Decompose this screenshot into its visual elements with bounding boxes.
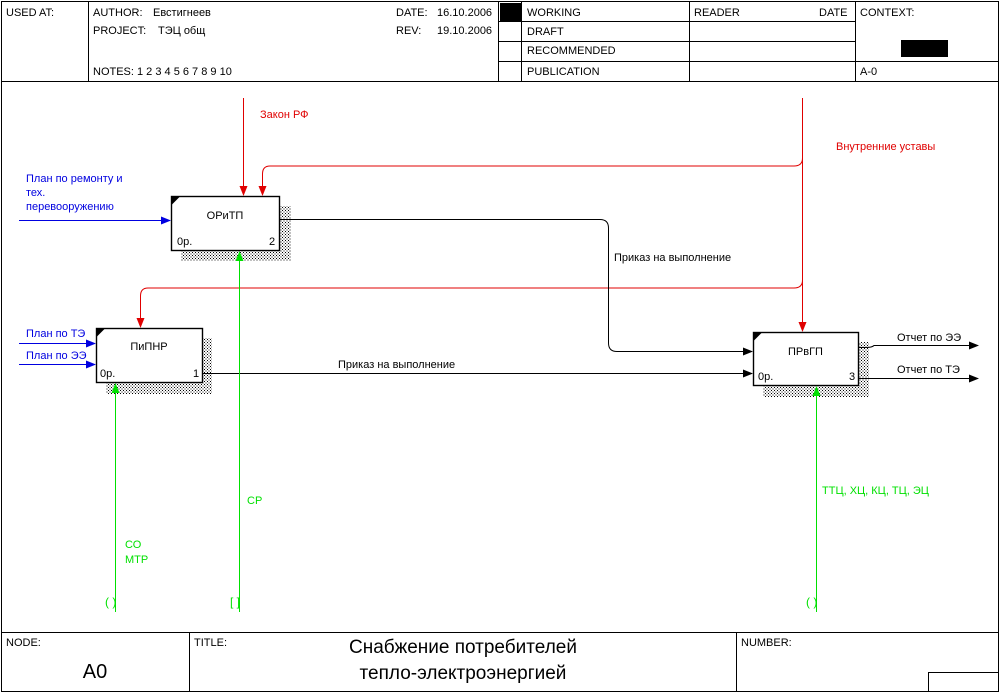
diagram-title-line-2: тепло-электроэнергией <box>359 663 567 684</box>
author-label: AUTHOR: <box>93 7 143 19</box>
label-plan-ee: План по ЭЭ <box>26 350 87 362</box>
tunnel-cp: [ ] <box>230 595 241 609</box>
box-oritp <box>170 195 281 252</box>
date-label: DATE: <box>396 7 428 19</box>
rev-label: REV: <box>396 25 422 37</box>
diagram-title-line-1: Снабжение потребителей <box>349 637 577 658</box>
status-publication: PUBLICATION <box>527 66 600 78</box>
label-plan-remont-1: План по ремонту и <box>26 173 123 185</box>
box-2-number: 2 <box>269 236 276 248</box>
label-cp: СР <box>247 495 263 507</box>
tunnel-ttc: ( ) <box>806 595 818 609</box>
arrow-prikaz-1 <box>280 219 752 352</box>
box-3-number: 3 <box>849 371 856 383</box>
label-prikaz-1: Приказ на выполнение <box>614 252 732 264</box>
node-value: A0 <box>82 661 108 683</box>
arrow-vnutr-branch-2 <box>262 157 803 194</box>
label-prikaz-2: Приказ на выполнение <box>338 359 456 371</box>
box-prvgp <box>752 331 860 387</box>
label-plan-remont-3: перевооружению <box>26 201 114 213</box>
notes: NOTES: 1 2 3 4 5 6 7 8 9 10 <box>93 66 232 78</box>
label-vnutr: Внутренние уставы <box>836 141 936 153</box>
context-thumbnail <box>901 40 948 57</box>
box-1-cost: 0р. <box>100 368 116 380</box>
arrow-otchet-ee <box>859 345 976 348</box>
status-draft: DRAFT <box>527 26 564 38</box>
box-pipnr <box>95 327 204 384</box>
arrow-vnutr-branch-1 <box>140 279 803 326</box>
box-2-cost: 0р. <box>177 236 193 248</box>
working-marker <box>500 3 521 21</box>
number-label: NUMBER: <box>741 637 792 649</box>
reader-label: READER <box>694 7 740 19</box>
tunnel-co: ( ) <box>105 595 117 609</box>
used-at-label: USED AT: <box>6 7 55 19</box>
box-1-name: ПиПНР <box>130 341 168 353</box>
label-otchet-ee: Отчет по ЭЭ <box>897 332 962 344</box>
status-working: WORKING <box>527 7 581 19</box>
context-node: A-0 <box>860 66 878 78</box>
rev-value: 19.10.2006 <box>437 25 493 37</box>
project-value: ТЭЦ общ <box>158 25 206 37</box>
label-plan-remont-2: тех. <box>26 187 46 199</box>
label-zakon: Закон РФ <box>260 109 309 121</box>
context-label: CONTEXT: <box>860 7 915 19</box>
node-label: NODE: <box>6 637 41 649</box>
box-3-name: ПРвГП <box>788 346 823 358</box>
title-label: TITLE: <box>194 637 228 649</box>
status-recommended: RECOMMENDED <box>527 45 616 57</box>
author-value: Евстигнеев <box>153 7 211 19</box>
label-ttc: ТТЦ, ХЦ, КЦ, ТЦ, ЭЦ <box>822 485 929 497</box>
date-value: 16.10.2006 <box>437 7 493 19</box>
box-1-number: 1 <box>193 368 200 380</box>
project-label: PROJECT: <box>93 25 147 37</box>
box-3-cost: 0р. <box>758 371 774 383</box>
label-otchet-te: Отчет по ТЭ <box>897 364 960 376</box>
reader-date-label: DATE <box>819 7 848 19</box>
box-2-name: ОРиТП <box>206 210 244 222</box>
label-mtr: МТР <box>125 554 149 566</box>
label-co: СО <box>125 539 142 551</box>
label-plan-te: План по ТЭ <box>26 328 86 340</box>
